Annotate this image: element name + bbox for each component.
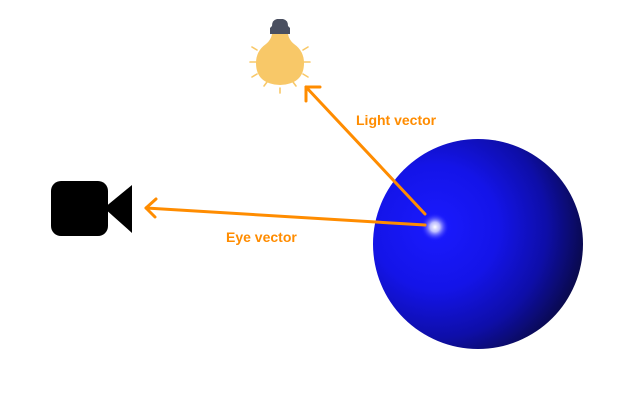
sphere: [373, 139, 583, 349]
video-camera-icon: [51, 181, 132, 236]
eye-vector-label: Eye vector: [226, 229, 297, 245]
light-vector-arrow: [304, 85, 427, 216]
light-bulb-icon: [249, 19, 311, 94]
light-vector-label: Light vector: [356, 112, 437, 128]
specular-highlight: [421, 213, 449, 241]
eye-vector-arrow: [144, 197, 427, 227]
